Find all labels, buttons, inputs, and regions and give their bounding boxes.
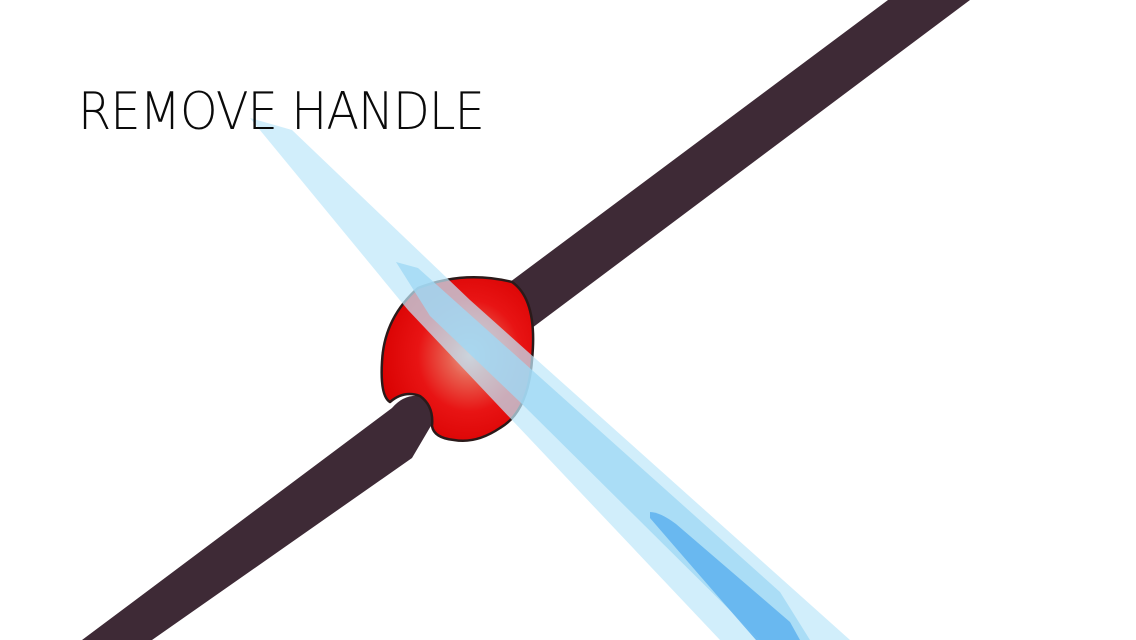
instruction-title: REMOVE HANDLE <box>78 82 485 142</box>
handle-bar-lower[interactable] <box>82 395 433 640</box>
swipe-trail-core <box>650 512 800 640</box>
swipe-trail-outer <box>250 118 850 640</box>
handle-bar-upper[interactable] <box>510 0 970 328</box>
swipe-trail-mid <box>396 262 810 640</box>
